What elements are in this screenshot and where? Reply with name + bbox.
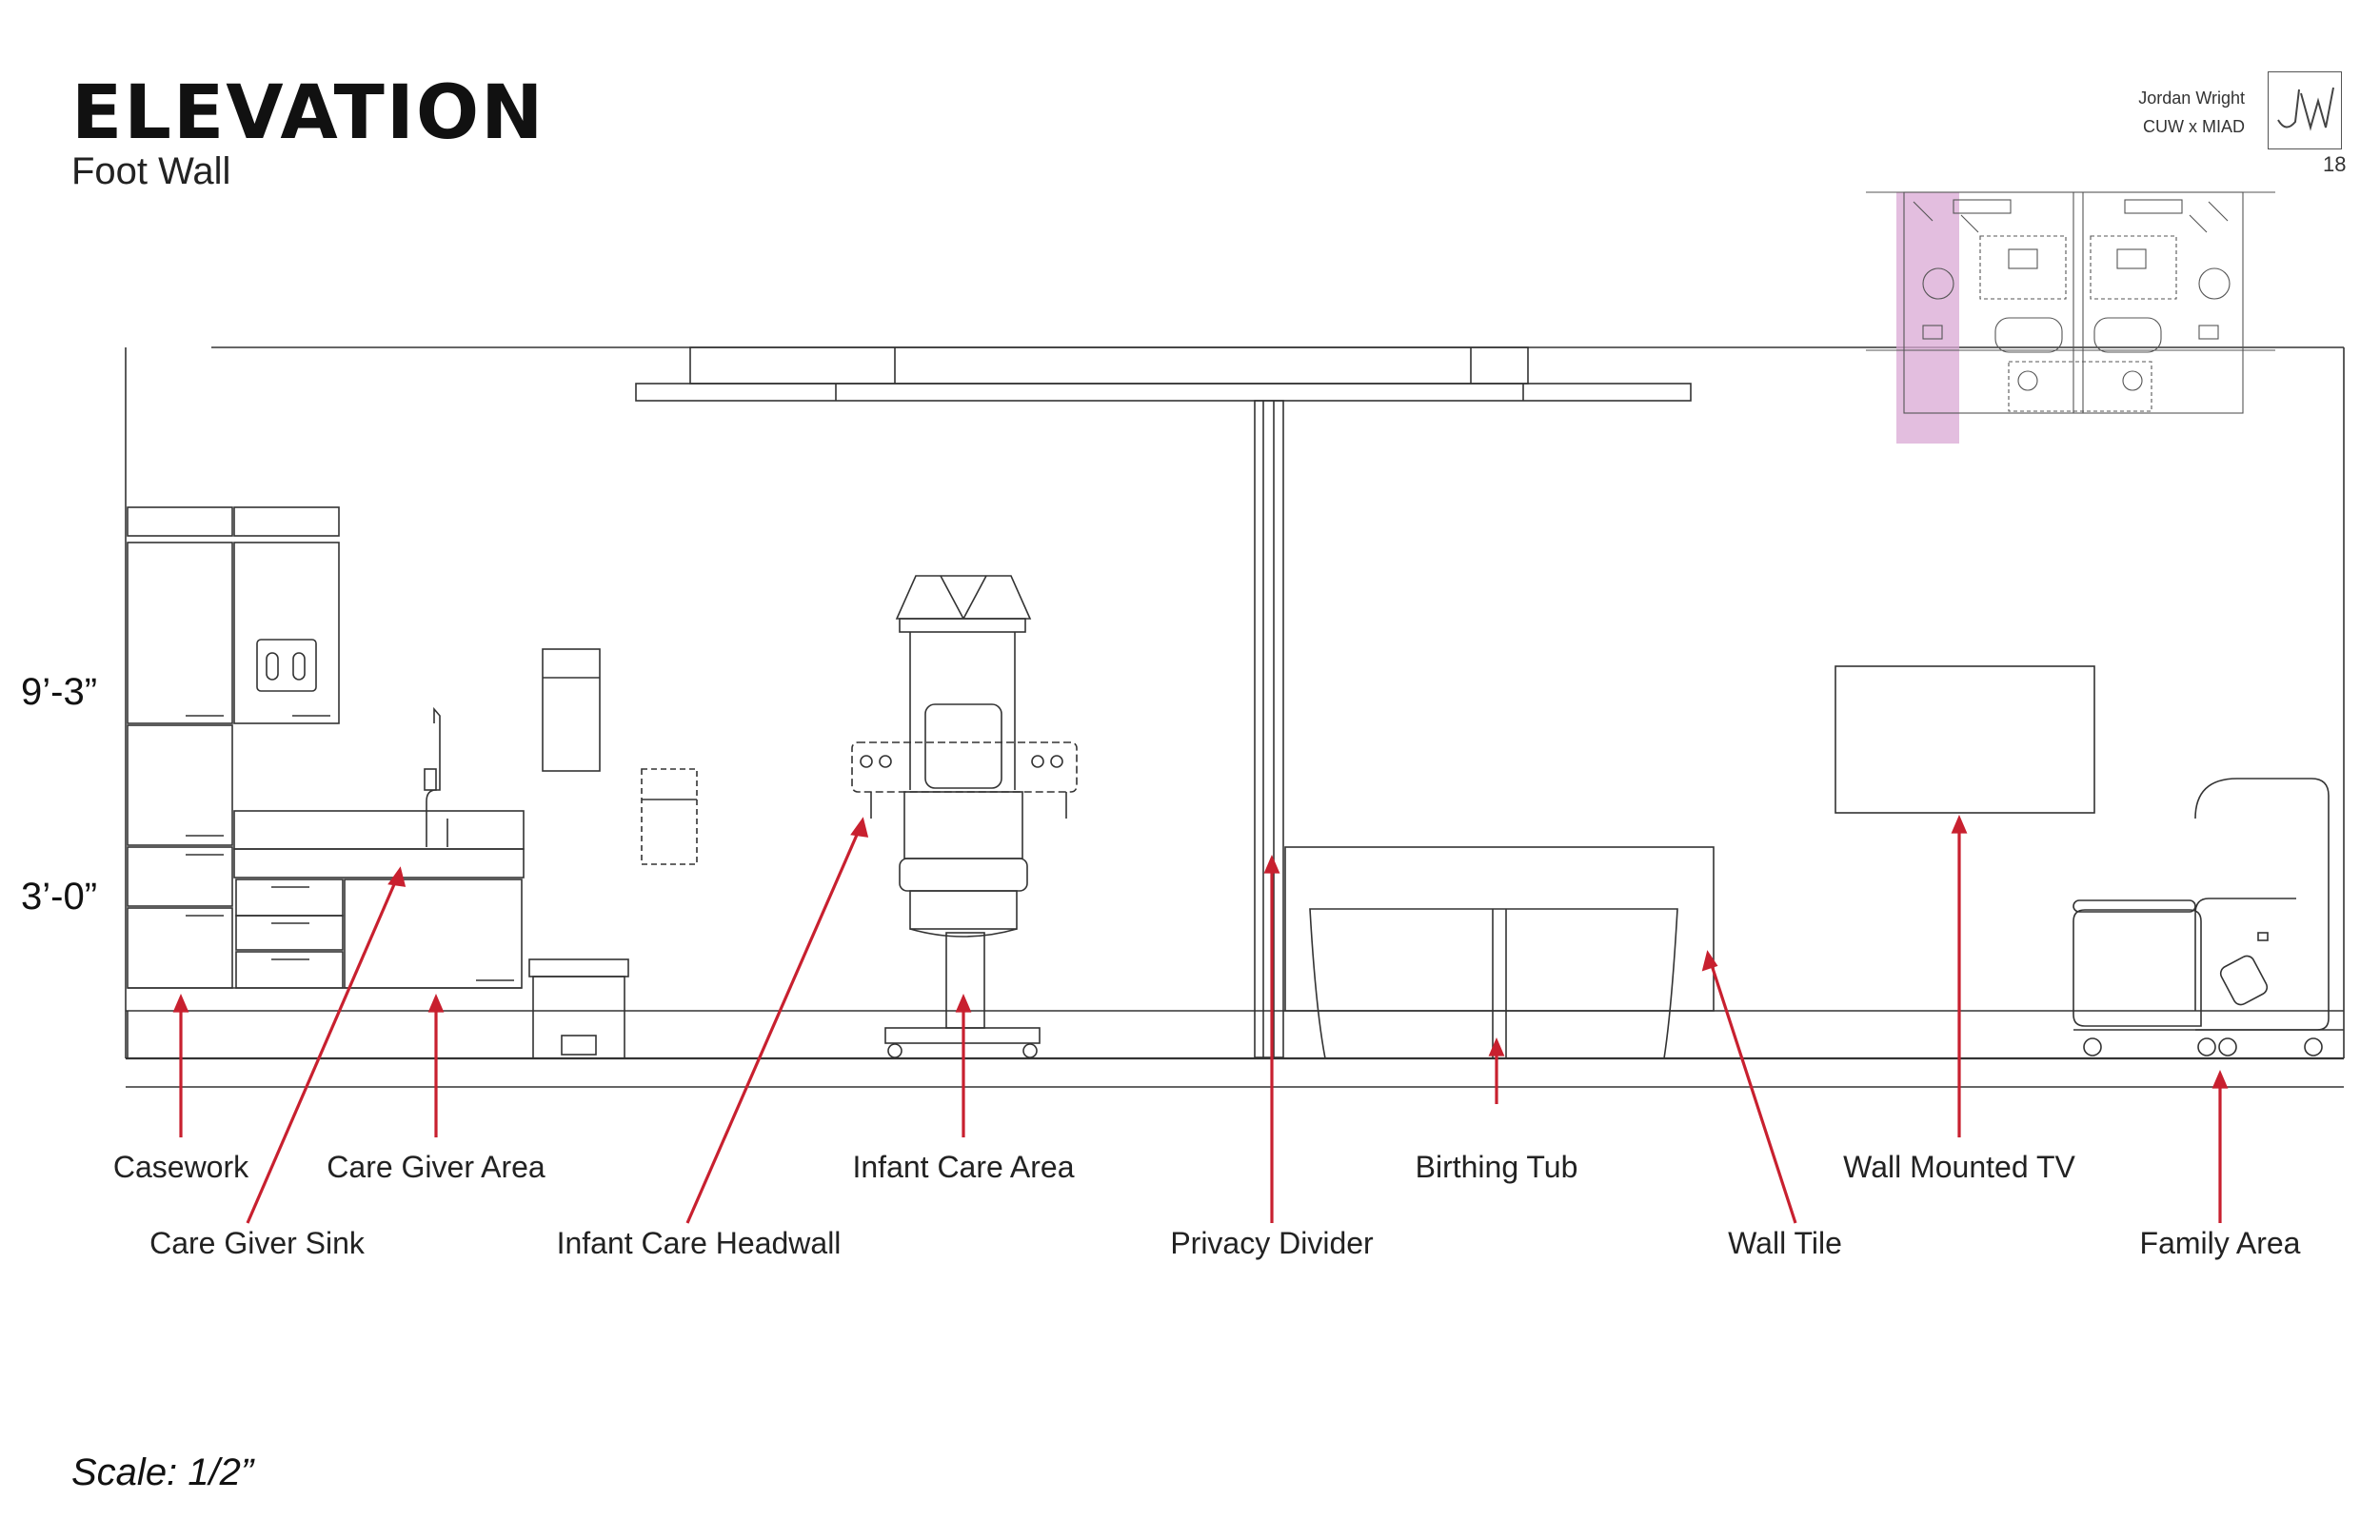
page-subtitle: Foot Wall <box>71 150 231 192</box>
label-wall-tile: Wall Tile <box>1728 1226 1842 1260</box>
key-plan-highlight <box>1896 192 1959 444</box>
label-care-giver-sink: Care Giver Sink <box>149 1226 365 1260</box>
label-privacy-divider: Privacy Divider <box>1170 1226 1374 1260</box>
label-care-giver-area: Care Giver Area <box>327 1150 545 1184</box>
label-casework: Casework <box>112 1150 249 1184</box>
dimension-upper: 9’-3” <box>21 671 98 713</box>
page-title: ELEVATION <box>71 70 545 156</box>
author-block: Jordan Wright CUW x MIAD <box>2138 84 2245 141</box>
author-org: CUW x MIAD <box>2143 117 2245 136</box>
scale-note: Scale: 1/2” <box>71 1451 254 1493</box>
page-number: 18 <box>2323 152 2347 176</box>
label-family-area: Family Area <box>2139 1226 2301 1260</box>
label-wall-mounted-tv: Wall Mounted TV <box>1843 1150 2075 1184</box>
jw-logo-icon <box>2268 71 2342 149</box>
dimension-lower: 3’-0” <box>21 876 98 918</box>
label-birthing-tub: Birthing Tub <box>1415 1150 1578 1184</box>
key-plan <box>1866 191 2275 414</box>
label-infant-care-headwall: Infant Care Headwall <box>556 1226 842 1260</box>
label-infant-care-area: Infant Care Area <box>852 1150 1075 1184</box>
author-name: Jordan Wright <box>2138 89 2245 108</box>
